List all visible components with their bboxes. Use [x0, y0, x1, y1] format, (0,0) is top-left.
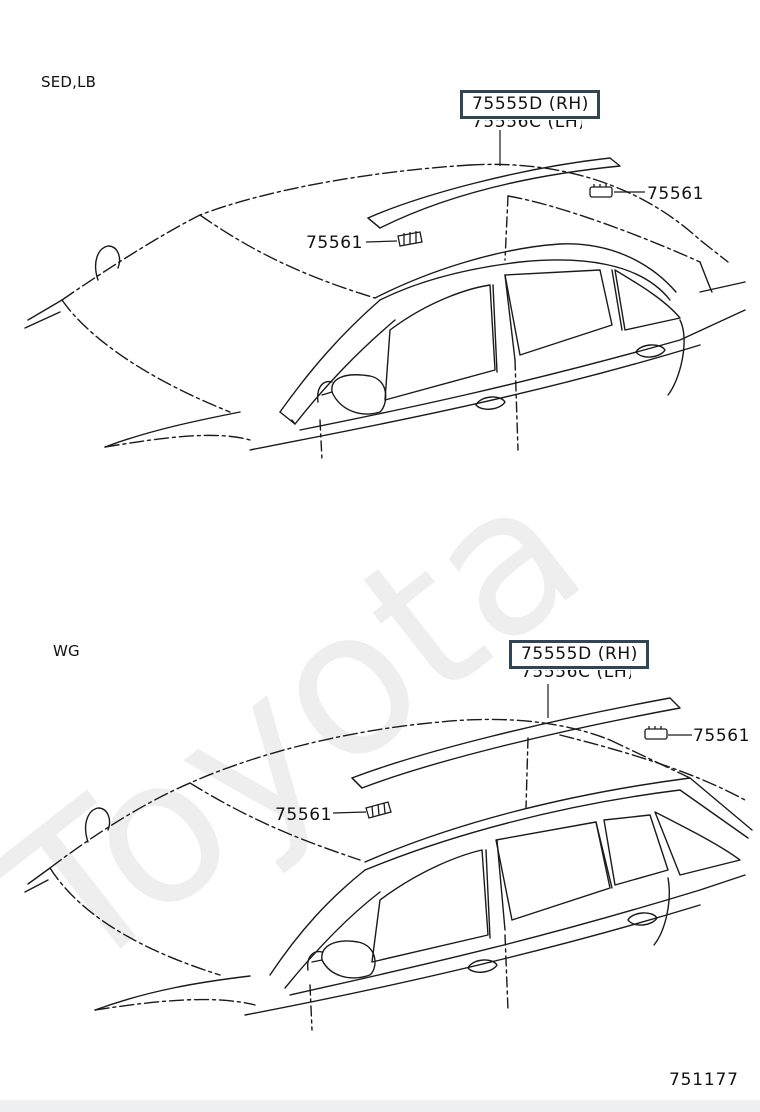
- part-callout-75556c-lh-top: 75556C (LH): [472, 120, 582, 130]
- variant-label-wagon: WG: [53, 642, 80, 660]
- variant-label-sedan: SED,LB: [41, 73, 97, 91]
- clip-75561-left-bottom: [365, 801, 392, 819]
- watermark-text: Toyota: [0, 433, 624, 1019]
- sedan-car-outline: [24, 157, 746, 461]
- clip-75561-right-top: [589, 184, 613, 198]
- part-callout-75561-right-bottom: 75561: [693, 726, 751, 746]
- watermark: Toyota: [0, 433, 624, 1019]
- part-callout-75561-right-top: 75561: [647, 184, 705, 204]
- part-callout-75555d-rh-bottom: 75555D (RH): [509, 640, 650, 669]
- part-callout-75555d-rh-top: 75555D (RH): [460, 90, 601, 119]
- wagon-car-outline: [24, 697, 753, 1031]
- part-callout-75556c-lh-bottom: 75556C (LH): [521, 670, 631, 680]
- part-callout-75561-left-top: 75561: [306, 233, 364, 253]
- leader-lines-bottom: [332, 684, 692, 814]
- part-callout-75556c-lh-bottom-text: 75556C (LH): [521, 670, 631, 680]
- part-callout-75561-left-bottom: 75561: [275, 805, 333, 825]
- leader-lines-top: [365, 130, 645, 243]
- clip-75561-right-bottom: [644, 726, 668, 740]
- part-callout-75556c-lh-top-text: 75556C (LH): [472, 120, 582, 130]
- clip-75561-left-top: [397, 231, 423, 247]
- figure-number: 751177: [669, 1070, 739, 1090]
- footer-bar: [0, 1100, 760, 1112]
